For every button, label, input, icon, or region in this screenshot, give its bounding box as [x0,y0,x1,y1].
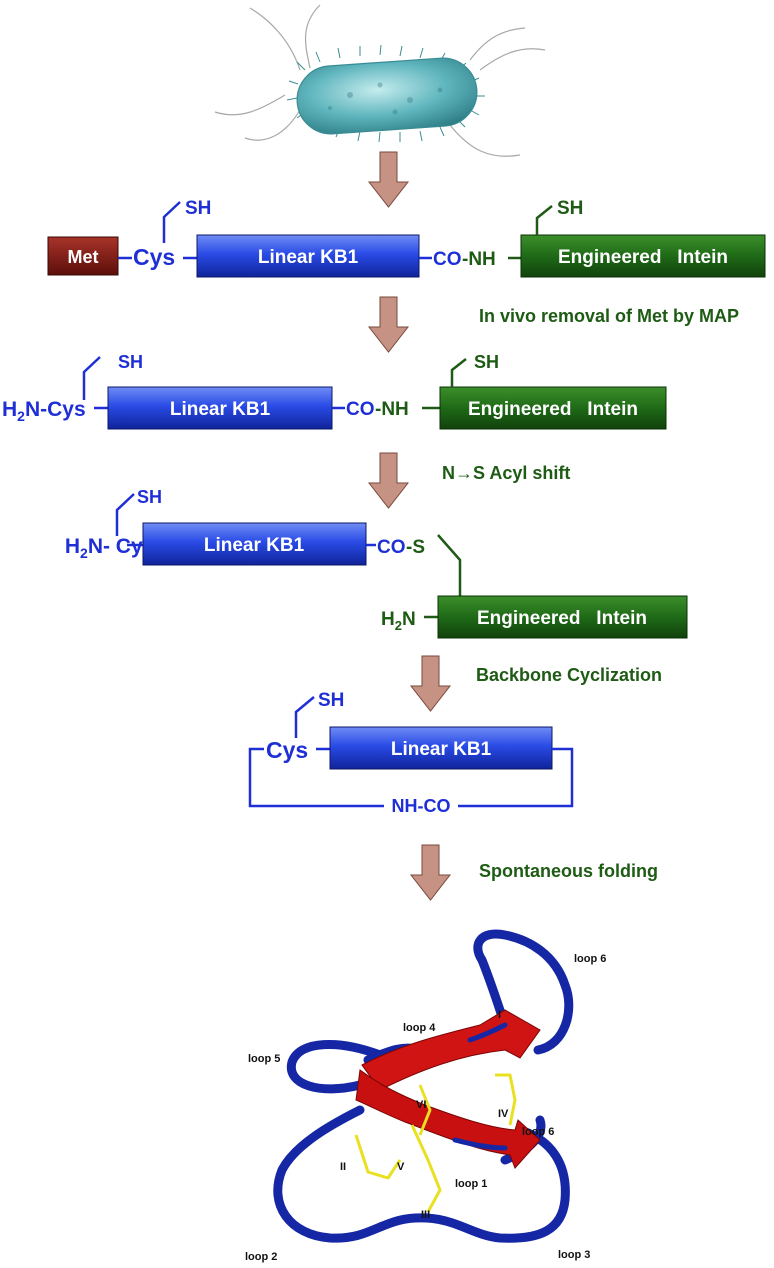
step3-construct: H2N- Cys SH Linear KB1 CO -S H2N Enginee… [24,487,688,639]
nh-label: -NH [462,249,496,270]
cys-label: Cys [266,737,308,763]
disulfide-bond-4 [495,1073,517,1126]
cys-label: Cys [133,244,175,270]
process-arrows [367,151,452,901]
arrow-5 [409,844,452,901]
step2-construct: H2N-Cys SH Linear KB1 CO -NH Engineered … [2,352,667,430]
disulfide-bond-1 [354,1134,402,1180]
intein-block [439,386,667,430]
intein-label: Engineered Intein [468,399,638,420]
loop4-label: loop 4 [403,1022,436,1034]
s-label: -S [406,537,425,558]
disulfide-vi-label: VI [416,1099,426,1111]
disulfide-i-label: I [498,1009,501,1021]
beta-strand-middle [355,1069,541,1169]
step-label-fold: Spontaneous folding [479,861,658,881]
nh-co-label: NH-CO [392,796,451,816]
loop3-label: loop 3 [558,1249,590,1261]
loop6-top-label: loop 6 [574,953,606,965]
disulfide-v-label: V [397,1161,405,1173]
sh-label: SH [137,487,162,507]
step1-construct: Met Cys SH Linear KB1 CO -NH Engineered … [47,198,766,278]
loop5-label: loop 5 [248,1053,280,1065]
sh-label: SH [185,198,211,219]
backbone-loop-6 [473,929,574,1055]
step-label-acyl: N→S Acyl shift [442,463,570,483]
loop6-right-label: loop 6 [522,1126,554,1138]
linear-kb1-block [329,726,553,770]
sh-label: SH [318,690,344,711]
linear-kb1-block [196,234,420,278]
folded-cyclotide-structure: loop 1 loop 2 loop 3 loop 4 loop 5 loop … [245,929,606,1263]
intein-sh-label: SH [557,198,583,219]
intein-h2n-label: H2N [381,609,416,633]
co-label: CO [433,249,462,270]
arrow-2 [367,296,410,353]
arrow-3 [367,452,410,509]
co-label: CO [346,399,375,420]
disulfide-bond-2 [410,1124,442,1213]
step-label-cyclize: Backbone Cyclization [476,665,662,685]
disulfide-iii-label: III [421,1209,430,1221]
met-block [47,236,119,276]
intein-label: Engineered Intein [477,608,647,629]
linear-kb1-label: Linear KB1 [391,739,492,760]
bacterium-illustration [214,4,546,157]
disulfide-bond-3 [418,1084,432,1136]
intein-sh-label: SH [474,352,499,372]
linear-kb1-label: Linear KB1 [204,535,305,556]
loop2-label: loop 2 [245,1251,277,1263]
h2n-cys-label: H2N-Cys [2,398,86,424]
intein-block [437,595,688,639]
loop1-label: loop 1 [455,1178,487,1190]
nh-label: -NH [375,399,409,420]
disulfide-iv-label: IV [498,1108,509,1120]
met-label: Met [68,247,99,267]
linear-kb1-block [107,386,333,430]
step4-cyclic: Cys SH Linear KB1 NH-CO [248,690,574,816]
sh-label: SH [118,352,143,372]
backbone-loop-5 [286,1040,385,1094]
step-label-map: In vivo removal of Met by MAP [479,306,739,326]
linear-kb1-label: Linear KB1 [170,399,271,420]
intein-block [520,234,766,278]
arrow-1 [367,151,410,208]
intein-label: Engineered Intein [558,247,728,268]
backbone-lower [273,1105,570,1243]
cyclization-bond [248,747,574,808]
arrow-4 [409,655,452,712]
linear-kb1-label: Linear KB1 [258,247,359,268]
h2n-cys-label: H2N- Cys [24,535,184,561]
disulfide-ii-label: II [340,1161,346,1173]
co-label: CO [377,537,406,558]
